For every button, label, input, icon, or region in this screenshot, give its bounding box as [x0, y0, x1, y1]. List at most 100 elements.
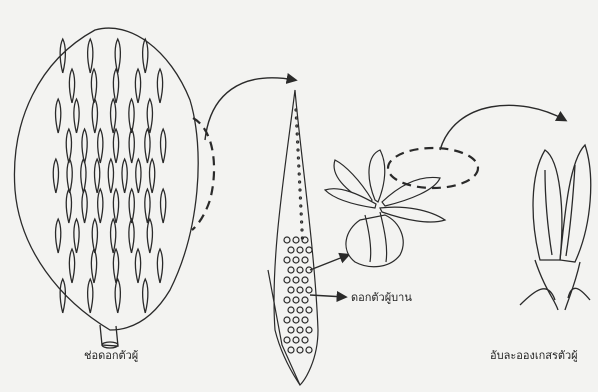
spike-flower-dot [306, 247, 312, 253]
spike-flower-dot [297, 327, 303, 333]
floret-spike [74, 219, 79, 253]
spike-flower-dot [306, 347, 312, 353]
spike-texture-dot [297, 157, 299, 159]
spike-flower-dot [288, 287, 294, 293]
spike-flower-dot [297, 287, 303, 293]
floret-spike [81, 159, 86, 193]
spike-flower-dot [288, 327, 294, 333]
spike-texture-dot [300, 213, 302, 215]
arrow-to-floret-label [310, 295, 345, 297]
spike-flower-dot [288, 347, 294, 353]
spike-flower-dot [293, 317, 299, 323]
floret-spike [161, 129, 166, 163]
spike-flower-dot [302, 297, 308, 303]
floret-spike [94, 159, 99, 193]
floret-spike [91, 249, 96, 283]
floret-spike [82, 189, 87, 223]
floret-spike [111, 219, 116, 253]
spike-flower-dot [284, 257, 290, 263]
arrow-cluster-to-spike [205, 78, 295, 140]
spike-flower-dot [297, 247, 303, 253]
floret-spike [98, 189, 103, 223]
floret-spike [69, 69, 74, 103]
cluster-dashed-highlight [192, 118, 214, 230]
spike-flower-dot [293, 237, 299, 243]
floret-spike [66, 189, 71, 223]
spike-flower-dot [284, 337, 290, 343]
floret-spike [91, 69, 96, 103]
floret-spike [56, 99, 61, 133]
spike-texture-dot [299, 181, 301, 183]
spike-flower-dot [297, 267, 303, 273]
floret-spike [56, 219, 61, 253]
floret-spike [74, 99, 79, 133]
floret-spike [66, 129, 71, 163]
male-inflorescence-drawing [14, 28, 198, 348]
floret-spike [145, 189, 150, 223]
floret-spike [69, 249, 74, 283]
spike-flower-dot [302, 337, 308, 343]
spike-flower-dot [302, 317, 308, 323]
floret-spike [113, 189, 118, 223]
spike-flower-dot [302, 257, 308, 263]
spike-texture-dot [297, 149, 299, 151]
spike-drawing [268, 90, 318, 385]
spike-texture-dot [299, 189, 301, 191]
spike-flower-dot [293, 257, 299, 263]
floret-spike [113, 69, 118, 103]
floret-spike [145, 129, 150, 163]
floret-spike [143, 39, 148, 73]
floret-spike [92, 219, 97, 253]
anther-label: อับละอองเกสรตัวผู้ [490, 346, 578, 364]
floret-spike [88, 39, 93, 73]
spike-flower-dot [306, 307, 312, 313]
spike-texture-dot [296, 133, 298, 135]
spike-texture-dot [295, 117, 297, 119]
spike-flower-dot [288, 247, 294, 253]
floret-spike [143, 279, 148, 313]
floret-spike [98, 129, 103, 163]
spike-flower-dot [297, 347, 303, 353]
spike-flower-dot [284, 277, 290, 283]
spike-texture-dot [299, 197, 301, 199]
floret-spike [157, 249, 162, 283]
spike-texture-dot [296, 125, 298, 127]
floret-spike [147, 219, 152, 253]
spike-flower-dot [288, 267, 294, 273]
floret-spike [113, 129, 118, 163]
floret-spike [122, 159, 127, 193]
floret-spike [161, 189, 166, 223]
floret-spike [129, 99, 134, 133]
floret-spike [135, 69, 140, 103]
floret-spike [82, 129, 87, 163]
spike-texture-dot [300, 205, 302, 207]
spike-flower-dot [297, 307, 303, 313]
floret-spike [53, 159, 58, 193]
spike-flower-dot [284, 317, 290, 323]
spike-flower-dot [302, 277, 308, 283]
spike-texture-dot [298, 165, 300, 167]
floret-spike [60, 279, 65, 313]
spike-flower-dot [284, 297, 290, 303]
floret-spike [88, 279, 93, 313]
floret-spike [115, 279, 120, 313]
spike-flower-dot [306, 327, 312, 333]
floret-spike [129, 219, 134, 253]
spike-texture-dot [298, 173, 300, 175]
floret-spike [147, 99, 152, 133]
spike-texture-dot [297, 141, 299, 143]
spike-flower-dot [306, 287, 312, 293]
spike-flower-dot [288, 307, 294, 313]
floret-spike [108, 159, 113, 193]
spike-texture-dot [301, 221, 303, 223]
arrow-spike-to-floret [310, 255, 348, 270]
spike-texture-dot [295, 109, 297, 111]
spike-flower-dot [293, 277, 299, 283]
floret-spike [157, 69, 162, 103]
anther-drawing [520, 145, 591, 310]
floret-spike [67, 159, 72, 193]
male-inflorescence-label: ช่อดอกตัวผู้ [84, 346, 138, 364]
floret-spike [129, 189, 134, 223]
